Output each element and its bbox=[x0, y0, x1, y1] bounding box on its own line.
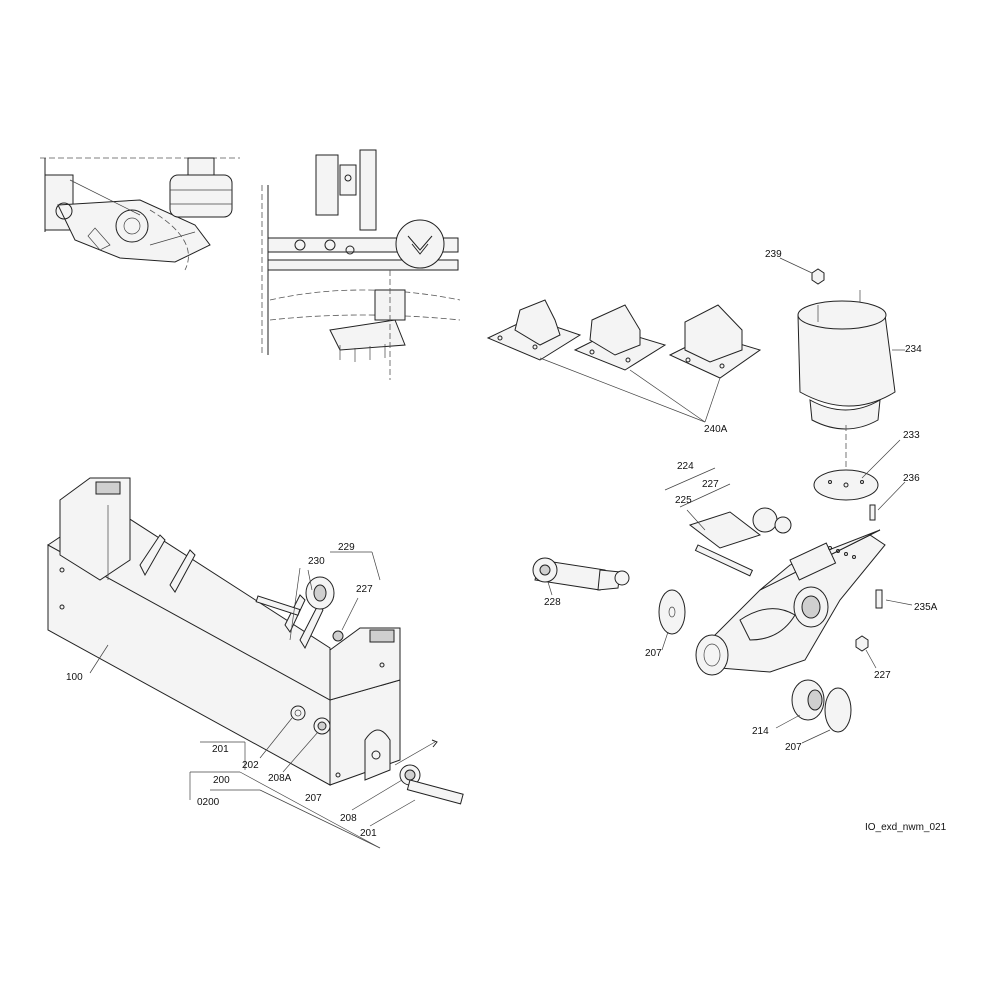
air-spring-234 bbox=[797, 268, 896, 480]
label-228: 228 bbox=[544, 597, 561, 608]
label-227-top: 227 bbox=[702, 479, 719, 490]
label-100: 100 bbox=[66, 672, 83, 683]
label-227-right: 227 bbox=[874, 670, 891, 681]
label-207-left: 207 bbox=[305, 793, 322, 804]
label-224: 224 bbox=[677, 461, 694, 472]
label-202: 202 bbox=[242, 760, 259, 771]
frame-bracket-100 bbox=[47, 477, 401, 786]
label-207-right-top: 207 bbox=[645, 648, 662, 659]
label-235A: 235A bbox=[914, 602, 938, 613]
label-234: 234 bbox=[905, 344, 922, 355]
label-236: 236 bbox=[903, 473, 920, 484]
label-233: 233 bbox=[903, 430, 920, 441]
inset-side-view bbox=[40, 157, 240, 271]
label-227-left: 227 bbox=[356, 584, 373, 595]
part-labels: 100 201 200 0200 202 208A 207 208 201 22… bbox=[66, 249, 947, 839]
label-208: 208 bbox=[340, 813, 357, 824]
label-230: 230 bbox=[308, 556, 325, 567]
label-200: 200 bbox=[213, 775, 230, 786]
label-225: 225 bbox=[675, 495, 692, 506]
label-207-right-bottom: 207 bbox=[785, 742, 802, 753]
washers-and-bushings-right bbox=[658, 589, 883, 733]
fasteners-left bbox=[290, 705, 464, 805]
leader-lines bbox=[89, 257, 913, 849]
label-240A: 240A bbox=[704, 424, 728, 435]
label-208A: 208A bbox=[268, 773, 292, 784]
trailing-arm bbox=[688, 507, 886, 676]
label-239: 239 bbox=[765, 249, 782, 260]
label-0200: 0200 bbox=[197, 797, 220, 808]
drawing-id: IO_exd_nwm_021 bbox=[865, 822, 947, 833]
shock-absorber-228 bbox=[532, 557, 630, 591]
bushing-230 bbox=[255, 576, 344, 642]
plate-233 bbox=[813, 469, 879, 521]
inset-front-view bbox=[261, 149, 461, 380]
label-201-bottom: 201 bbox=[360, 828, 377, 839]
label-214: 214 bbox=[752, 726, 769, 737]
brackets-240A bbox=[486, 299, 762, 379]
label-201-top: 201 bbox=[212, 744, 229, 755]
label-229: 229 bbox=[338, 542, 355, 553]
